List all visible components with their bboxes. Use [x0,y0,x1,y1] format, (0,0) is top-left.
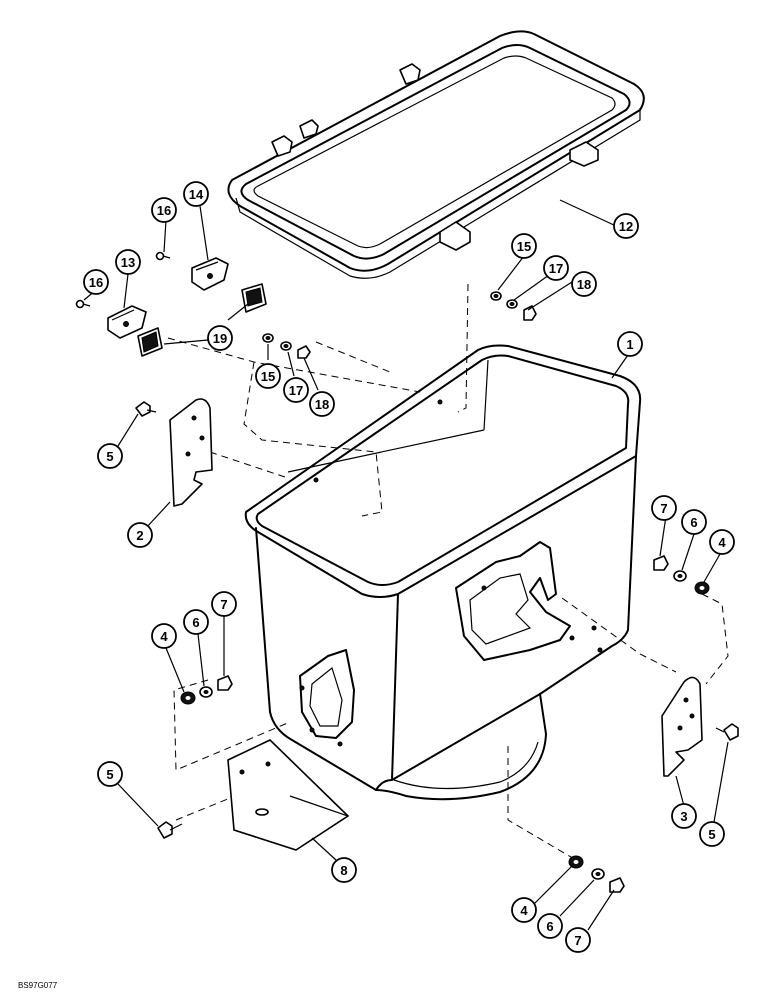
svg-text:5: 5 [708,827,715,842]
leader-lines [83,199,729,931]
svg-text:5: 5 [106,449,113,464]
callout-12: 12 [613,213,639,239]
callout-7-bottom: 7 [565,927,591,953]
svg-text:7: 7 [574,933,581,948]
bolt-5-lower [157,821,183,839]
svg-text:15: 15 [261,369,275,384]
svg-text:18: 18 [577,277,591,292]
svg-text:18: 18 [315,397,329,412]
svg-text:12: 12 [619,219,633,234]
callout-17-left: 17 [283,377,309,403]
svg-text:17: 17 [289,383,303,398]
hinge-bracket-upper [191,257,229,291]
svg-text:1: 1 [626,337,633,352]
callout-7-right: 7 [651,495,677,521]
washer-nut-set-lower-left [180,675,233,705]
callout-16-lower: 16 [83,269,109,295]
callout-4-right: 4 [709,529,735,555]
rubber-pad-upper [241,283,267,313]
callout-13: 13 [115,249,141,275]
callout-18-left: 18 [309,391,335,417]
svg-text:7: 7 [220,597,227,612]
svg-text:6: 6 [546,919,553,934]
svg-text:5: 5 [106,767,113,782]
svg-text:16: 16 [89,275,103,290]
svg-text:4: 4 [520,903,528,918]
washer-nut-set-bottom [568,855,625,893]
svg-text:2: 2 [136,528,143,543]
bolt-5-right [715,723,739,741]
callout-15-right: 15 [511,233,537,259]
svg-text:8: 8 [340,863,347,878]
callout-14: 14 [183,181,209,207]
alignment-lines [167,283,729,861]
svg-text:17: 17 [549,261,563,276]
svg-text:4: 4 [160,629,168,644]
svg-text:7: 7 [660,501,667,516]
washer-nut-set-right-side [653,555,710,595]
side-bracket-left [169,398,213,507]
hopper-lid [227,30,645,279]
svg-text:6: 6 [690,515,697,530]
callout-5-right: 5 [699,821,725,847]
svg-text:4: 4 [718,535,726,550]
svg-text:13: 13 [121,255,135,270]
svg-text:16: 16 [157,203,171,218]
callout-2: 2 [127,522,153,548]
bolt-5-upper [135,401,157,417]
side-bracket-right [661,676,703,777]
callout-3: 3 [671,803,697,829]
rubber-pad-lower [137,327,163,357]
svg-text:19: 19 [213,331,227,346]
screw-16-lower [75,299,91,309]
bottom-bracket [227,739,350,851]
washer-nut-set-left [262,333,311,359]
figure-code: BS97G077 [18,981,58,990]
callout-6-left: 6 [183,609,209,635]
svg-text:3: 3 [680,809,687,824]
callout-4-bottom: 4 [511,897,537,923]
svg-text:14: 14 [189,187,204,202]
callout-5-lower: 5 [97,761,123,787]
callout-1: 1 [617,331,643,357]
screw-16-upper [155,251,171,261]
callout-18-right: 18 [571,271,597,297]
callout-19: 19 [207,325,233,351]
callout-4-left: 4 [151,623,177,649]
svg-text:15: 15 [517,239,531,254]
callout-17-right: 17 [543,255,569,281]
svg-text:6: 6 [192,615,199,630]
callout-16-upper: 16 [151,197,177,223]
callout-6-right: 6 [681,509,707,535]
callout-5-upper: 5 [97,443,123,469]
callout-8: 8 [331,857,357,883]
callout-15-left: 15 [255,363,281,389]
washer-nut-set-right [490,291,537,321]
callout-7-left: 7 [211,591,237,617]
callout-6-bottom: 6 [537,913,563,939]
hinge-bracket-lower [107,305,147,339]
hopper-body [244,344,642,801]
